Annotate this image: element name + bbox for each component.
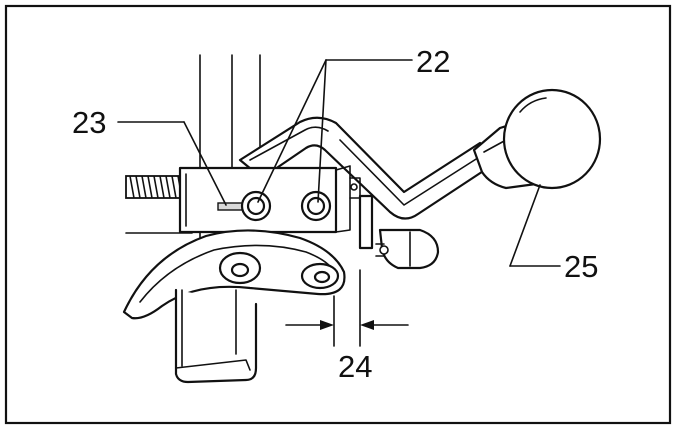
plate-hole-left xyxy=(218,251,262,285)
bolt-right xyxy=(300,190,332,222)
figure-frame xyxy=(4,4,672,425)
leader-25 xyxy=(509,184,561,267)
plate-hole-right xyxy=(300,262,340,290)
guide-bracket xyxy=(174,288,258,384)
shift-knob xyxy=(502,88,602,190)
shift-lever-arm xyxy=(238,116,499,220)
leader-22 xyxy=(257,59,413,203)
bolt-left xyxy=(240,190,272,222)
callout-25: 25 xyxy=(564,249,598,284)
callout-22: 22 xyxy=(416,44,450,79)
gap-dimension xyxy=(285,269,409,347)
callout-24: 24 xyxy=(338,349,372,384)
leader-23 xyxy=(117,121,227,206)
callout-23: 23 xyxy=(72,105,106,140)
threaded-rod xyxy=(125,175,185,199)
stop-plate xyxy=(358,194,440,270)
